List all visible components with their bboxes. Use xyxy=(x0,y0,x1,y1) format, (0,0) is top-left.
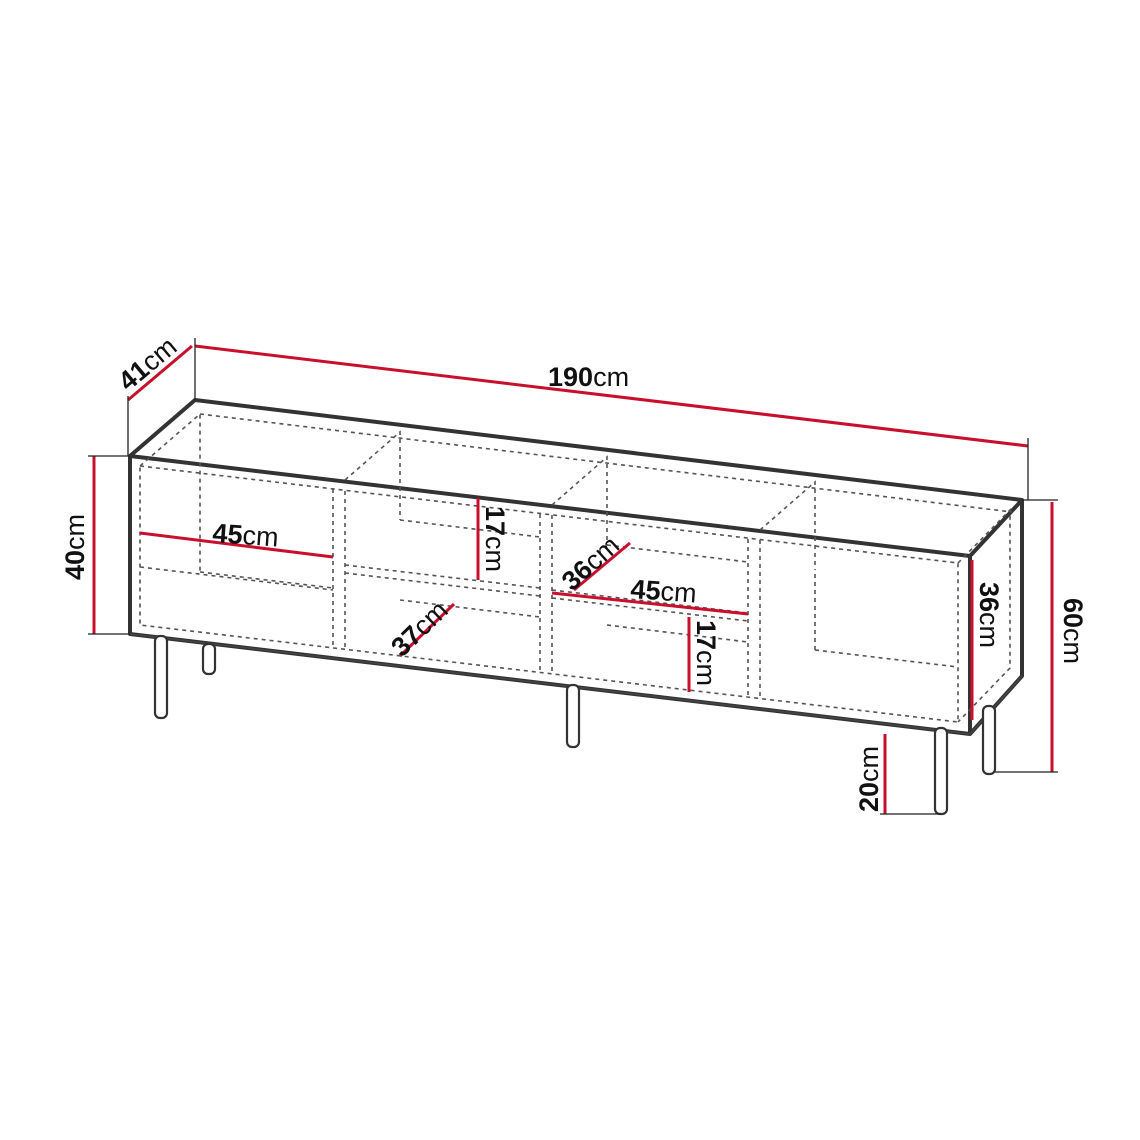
back-shelf-0 xyxy=(199,571,334,589)
inner-depth-lower-line xyxy=(398,602,456,658)
upper-compartment-height-label: 17cm xyxy=(480,506,510,572)
width-dimension-line xyxy=(194,344,1029,448)
back-shelf-3 xyxy=(814,649,959,668)
leg-back-right xyxy=(981,704,997,776)
shelf-front-2 xyxy=(551,589,749,614)
legs xyxy=(153,634,997,816)
front-inner-frame xyxy=(139,465,959,723)
leg-front-middle xyxy=(565,683,581,749)
leg-front-right xyxy=(933,726,949,816)
back-divider-2 xyxy=(551,455,608,545)
shelf-front-0 xyxy=(139,566,334,591)
back-bottom-2 xyxy=(606,624,749,643)
shelf-front-1 xyxy=(344,564,541,589)
width-label: 190cm xyxy=(548,362,629,392)
back-shelf-1 xyxy=(399,519,541,538)
bottom-board xyxy=(129,633,1023,735)
leg-front-left xyxy=(153,634,169,720)
shelf-front-2b xyxy=(551,597,749,622)
dimension-lines xyxy=(88,338,1058,815)
total-height-label: 60cm xyxy=(1058,598,1088,664)
back-shelf-2 xyxy=(606,544,749,563)
right-side-inner xyxy=(957,508,1011,723)
inner-depth-upper-label: 36cm xyxy=(556,530,625,596)
back-divider-1 xyxy=(344,430,401,520)
shelf-width-mid-line xyxy=(551,591,749,616)
shelf-width-mid-label: 45cm xyxy=(630,574,698,609)
back-divider-0 xyxy=(139,412,201,572)
inner-depth-upper-line xyxy=(573,541,631,592)
lower-compartment-height-label: 17cm xyxy=(691,620,721,686)
leg-height-label: 20cm xyxy=(854,746,884,812)
back-top-edge xyxy=(199,413,1013,513)
right-compartment-label: 36cm xyxy=(974,582,1004,648)
shelf-width-left-label: 45cm xyxy=(212,518,280,553)
depth-dimension-line xyxy=(127,344,193,402)
body-height-label: 40cm xyxy=(60,514,90,580)
shelf-front-1b xyxy=(344,572,541,597)
shelf-width-left-line xyxy=(139,531,334,559)
back-divider-3 xyxy=(759,480,816,570)
leg-back-left xyxy=(201,642,217,676)
